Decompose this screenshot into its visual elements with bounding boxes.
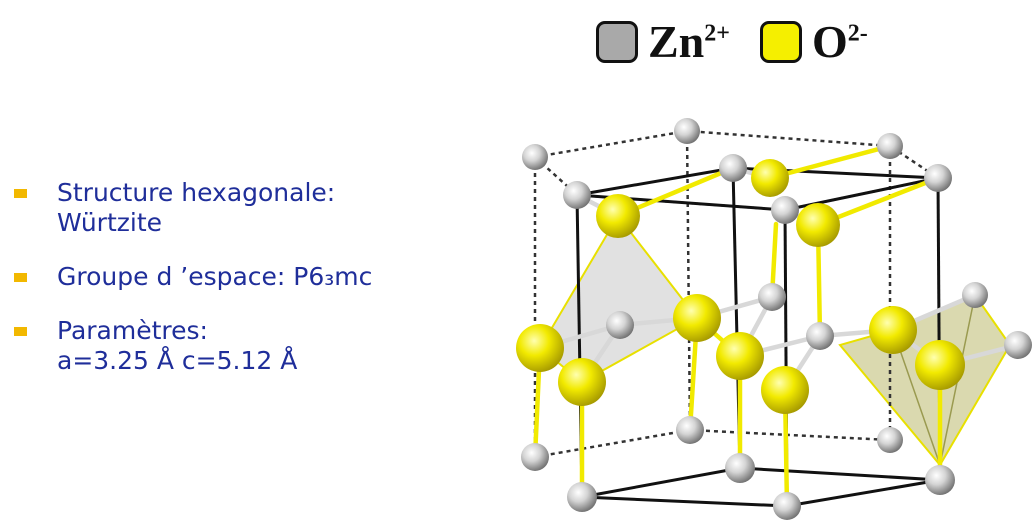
zinc-atom bbox=[606, 311, 634, 339]
zinc-atom bbox=[1004, 331, 1032, 359]
zinc-atom bbox=[877, 427, 903, 453]
left-tetrahedron bbox=[538, 214, 699, 384]
property-line: Würtzite bbox=[57, 208, 163, 237]
oxygen-atom bbox=[596, 194, 640, 238]
wurtzite-crystal-structure bbox=[516, 118, 1032, 520]
zinc-atom bbox=[725, 453, 755, 483]
zinc-atom bbox=[925, 465, 955, 495]
zinc-atom bbox=[676, 416, 704, 444]
oxygen-atom bbox=[673, 294, 721, 342]
bullet-icon bbox=[14, 273, 27, 282]
zinc-atom bbox=[924, 164, 952, 192]
oxygen-atom bbox=[761, 366, 809, 414]
zinc-atom bbox=[877, 133, 903, 159]
legend: Zn2+ O2- bbox=[596, 14, 898, 70]
bullet-icon bbox=[14, 327, 27, 336]
zinc-atom bbox=[674, 118, 700, 144]
oxygen-atom bbox=[558, 358, 606, 406]
zinc-atom bbox=[962, 282, 988, 308]
zinc-atom bbox=[719, 154, 747, 182]
zinc-atom bbox=[806, 322, 834, 350]
zinc-swatch-icon bbox=[596, 21, 638, 63]
oxygen-atom bbox=[751, 159, 789, 197]
oxygen-atom bbox=[716, 332, 764, 380]
zinc-atom bbox=[771, 196, 799, 224]
zinc-atom bbox=[522, 144, 548, 170]
oxygen-atom bbox=[915, 340, 965, 390]
oxygen-atom bbox=[869, 306, 917, 354]
oxygen-atoms bbox=[516, 159, 965, 414]
oxygen-atom bbox=[516, 324, 564, 372]
legend-item-oxygen: O2- bbox=[759, 16, 868, 67]
property-line: Structure hexagonale: bbox=[57, 178, 336, 207]
property-parameters: Paramètres: a=3.25 Å c=5.12 Å bbox=[12, 316, 482, 376]
oxygen-atom bbox=[796, 203, 840, 247]
zinc-atom bbox=[563, 181, 591, 209]
property-line: Groupe d ’espace: P6₃mc bbox=[57, 262, 373, 291]
oxygen-swatch-icon bbox=[759, 21, 802, 63]
zinc-atom bbox=[758, 283, 786, 311]
property-line: a=3.25 Å c=5.12 Å bbox=[57, 346, 298, 375]
bullet-icon bbox=[14, 189, 27, 198]
zinc-atoms bbox=[521, 118, 1032, 520]
zinc-atom bbox=[773, 492, 801, 520]
property-structure: Structure hexagonale: Würtzite bbox=[12, 178, 482, 238]
legend-item-zinc: Zn2+ bbox=[596, 19, 730, 65]
zinc-atom bbox=[521, 443, 549, 471]
zinc-label: Zn2+ bbox=[648, 16, 730, 67]
property-line: Paramètres: bbox=[57, 316, 208, 345]
property-space-group: Groupe d ’espace: P6₃mc bbox=[12, 262, 482, 292]
oxygen-label: O2- bbox=[811, 16, 868, 67]
properties-list: Structure hexagonale: Würtzite Groupe d … bbox=[12, 178, 482, 400]
zinc-atom bbox=[567, 482, 597, 512]
